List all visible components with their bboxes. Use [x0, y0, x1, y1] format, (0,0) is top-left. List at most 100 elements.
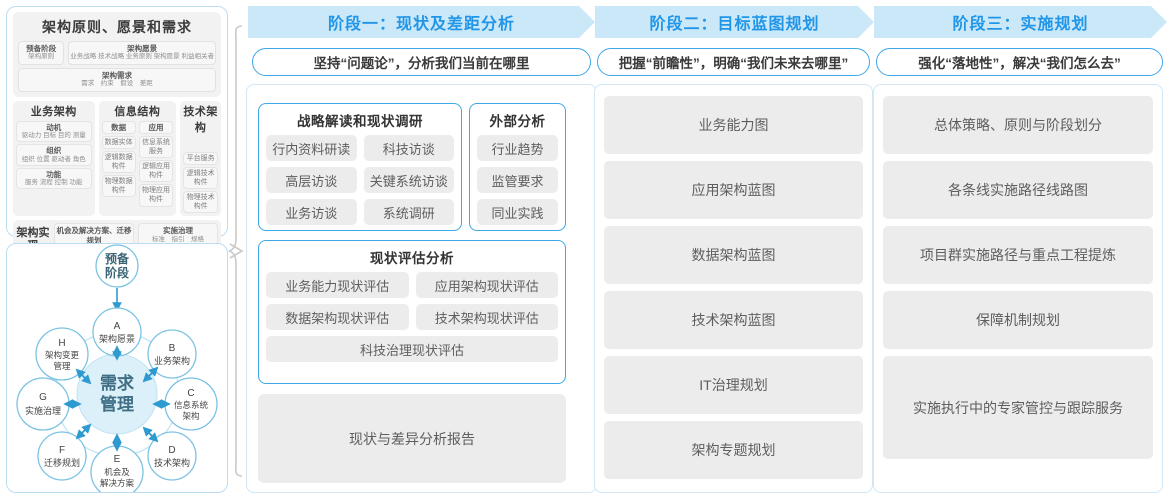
framework-top-row: 预备阶段 架构原则 架构愿景 业务战略 技术战略 业务原则 架构愿景 利益相关者 [18, 41, 216, 65]
tile-internal-docs[interactable]: 行内资料研读 [266, 135, 357, 161]
column-business-architecture: 业务架构 动机 驱动力 目标 目的 测量 组织 组织 位置 驱动者 角色 功能 … [13, 100, 95, 217]
node-e-key: E [114, 454, 121, 465]
chip-app-heading: 应用 [148, 122, 164, 132]
node-f[interactable] [37, 431, 87, 481]
column-information-title: 信息结构 [114, 105, 161, 118]
node-d-label: 技术架构 [154, 457, 190, 468]
chip-logical-data: 逻辑数据构件 [101, 151, 136, 174]
node-e-label: 机会及 [104, 467, 130, 477]
column-information-subcolumns: 数据 数据实体 逻辑数据构件 物理数据构件 [101, 120, 174, 207]
tile-application-architecture-assessment[interactable]: 应用架构现状评估 [415, 272, 558, 298]
adm-cycle-svg: 需求 管理 预备 阶段 A 架构愿景 B 业务架构 C 信息系统 架构 [16, 244, 218, 492]
group-assessment-title: 现状评估分析 [370, 251, 454, 266]
framework-three-columns: 业务架构 动机 驱动力 目标 目的 测量 组织 组织 位置 驱动者 角色 功能 … [13, 100, 221, 217]
implementation-migration-heading: 机会及解决方案、迁移规划 [56, 226, 132, 245]
tile-assurance-mechanism-plan[interactable]: 保障机制规划 [883, 291, 1153, 349]
node-f-label: 迁移规划 [44, 457, 80, 468]
tile-peer-practice[interactable]: 同业实践 [477, 199, 558, 225]
phase-3-tile-list: 总体策略、原则与阶段划分 各条线实施路径线路图 项目群实施路径与重点工程提炼 保… [883, 96, 1153, 459]
column-business-title: 业务架构 [30, 105, 77, 118]
node-f-key: F [59, 445, 65, 456]
phase-2-subtitle: 把握“前瞻性”，明确“我们未来去哪里” [597, 48, 870, 76]
tile-gap-analysis-report[interactable]: 现状与差异分析报告 [258, 394, 566, 483]
subcolumn-data: 数据 数据实体 逻辑数据构件 物理数据构件 [101, 120, 136, 207]
group-external-analysis: 外部分析 行业趋势 监管要求 同业实践 [469, 103, 566, 231]
center-label-line2: 管理 [100, 394, 134, 414]
node-g[interactable] [16, 377, 70, 431]
tile-expert-oversight-service[interactable]: 实施执行中的专家管控与跟踪服务 [883, 356, 1153, 459]
tile-architecture-topic-plan[interactable]: 架构专题规划 [604, 421, 863, 479]
chip-organization: 组织 组织 位置 驱动者 角色 [16, 144, 92, 166]
chip-is-service: 信息系统服务 [138, 136, 174, 159]
chip-logical-tech-label: 逻辑技术构件 [186, 169, 215, 186]
tile-it-governance-plan[interactable]: IT治理规划 [604, 356, 863, 414]
node-a-key: A [114, 321, 121, 332]
chip-physical-app: 物理应用构件 [138, 184, 174, 207]
implementation-governance-heading: 实施治理 [163, 226, 193, 236]
chip-is-service-label: 信息系统服务 [142, 139, 170, 156]
tile-business-interview[interactable]: 业务访谈 [266, 199, 357, 225]
cell-requirement-heading: 架构需求 [102, 70, 132, 80]
cell-vision-sub: 业务战略 技术战略 业务原则 架构愿景 利益相关者 [70, 53, 214, 61]
cell-prep-sub: 架构原则 [28, 53, 55, 61]
chip-organization-heading: 组织 [46, 146, 62, 156]
phase-3-banner-shape [874, 6, 1167, 38]
tile-application-architecture-blueprint[interactable]: 应用架构蓝图 [604, 161, 863, 219]
tile-data-architecture-blueprint[interactable]: 数据架构蓝图 [604, 226, 863, 284]
phase-1-subtitle: 坚持“问题论”，分析我们当前在哪里 [252, 48, 591, 76]
tile-industry-trend[interactable]: 行业趋势 [477, 135, 558, 161]
group-external-analysis-tiles: 行业趋势 监管要求 同业实践 [470, 135, 565, 225]
node-c-key: C [187, 388, 194, 399]
tile-technology-architecture-assessment[interactable]: 技术架构现状评估 [415, 304, 558, 330]
tile-tech-interview[interactable]: 科技访谈 [363, 135, 454, 161]
chip-motivation: 动机 驱动力 目标 目的 测量 [16, 120, 92, 143]
phase-2-tile-list: 业务能力图 应用架构蓝图 数据架构蓝图 技术架构蓝图 IT治理规划 架构专题规划 [604, 96, 863, 479]
column-technology-items: 平台服务 逻辑技术构件 物理技术构件 [183, 151, 218, 214]
tile-business-capability-map[interactable]: 业务能力图 [604, 96, 863, 154]
chip-function-sub: 服务 流程 控制 功能 [25, 179, 83, 186]
chip-logical-data-label: 逻辑数据构件 [104, 154, 133, 171]
tile-technology-architecture-blueprint[interactable]: 技术架构蓝图 [604, 291, 863, 349]
group-assessment-tiles: 业务能力现状评估 应用架构现状评估 数据架构现状评估 技术架构现状评估 科技治理… [259, 272, 565, 362]
chip-physical-app-label: 物理应用构件 [142, 187, 170, 204]
tile-system-survey[interactable]: 系统调研 [363, 199, 454, 225]
architecture-framework-panel: 架构原则、愿景和需求 预备阶段 架构原则 架构愿景 业务战略 技术战略 业务原则… [6, 6, 228, 261]
tile-business-capability-assessment[interactable]: 业务能力现状评估 [266, 272, 409, 298]
tile-line-roadmap[interactable]: 各条线实施路径线路图 [883, 161, 1153, 219]
tile-key-system-interview[interactable]: 关键系统访谈 [363, 167, 454, 193]
phase-1-banner: 阶段一：现状及差距分析 [248, 6, 595, 38]
center-label-line1: 需求 [100, 373, 134, 393]
cell-requirement: 架构需求 需求 约束 假设 差距 [18, 67, 216, 92]
cell-prep-heading: 预备阶段 [26, 44, 57, 53]
node-prep[interactable] [95, 244, 139, 288]
tile-overall-strategy[interactable]: 总体策略、原则与阶段划分 [883, 96, 1153, 154]
cell-vision: 架构愿景 业务战略 技术战略 业务原则 架构愿景 利益相关者 [68, 41, 216, 65]
chip-physical-tech-label: 物理技术构件 [186, 193, 215, 210]
node-prep-line1: 预备 [105, 251, 130, 266]
column-technology-title: 技术架构 [183, 105, 218, 134]
grouping-bracket [228, 25, 244, 477]
column-business-items: 动机 驱动力 目标 目的 测量 组织 组织 位置 驱动者 角色 功能 服务 流程… [16, 120, 92, 190]
cell-prep: 预备阶段 架构原则 [18, 41, 65, 65]
chip-physical-data: 物理数据构件 [101, 175, 136, 198]
group-strategy-survey-title: 战略解读和现状调研 [297, 114, 423, 129]
node-d[interactable] [147, 431, 197, 481]
group-strategy-survey: 战略解读和现状调研 行内资料研读 科技访谈 高层访谈 关键系统访谈 业务访谈 系… [258, 103, 462, 231]
chip-data-heading-box: 数据 [101, 120, 136, 134]
tile-regulatory-requirement[interactable]: 监管要求 [477, 167, 558, 193]
chip-data-heading: 数据 [111, 122, 127, 132]
node-h[interactable] [35, 327, 89, 381]
node-g-label: 实施治理 [25, 405, 61, 416]
phase-2-banner: 阶段二：目标蓝图规划 [595, 6, 874, 38]
chip-physical-tech: 物理技术构件 [183, 190, 218, 214]
group-strategy-survey-tiles: 行内资料研读 科技访谈 高层访谈 关键系统访谈 业务访谈 系统调研 [259, 135, 461, 225]
chip-motivation-heading: 动机 [46, 122, 62, 132]
tile-program-roadmap[interactable]: 项目群实施路径与重点工程提炼 [883, 226, 1153, 284]
tile-data-architecture-assessment[interactable]: 数据架构现状评估 [266, 304, 409, 330]
implementation-governance-sub: 标准 指引 规格 [152, 235, 204, 243]
adm-cycle-panel: 需求 管理 预备 阶段 A 架构愿景 B 业务架构 C 信息系统 架构 [6, 243, 228, 493]
phase-1-banner-label: 阶段一：现状及差距分析 [327, 16, 515, 33]
node-b[interactable] [147, 329, 197, 379]
tile-exec-interview[interactable]: 高层访谈 [266, 167, 357, 193]
tile-it-governance-assessment[interactable]: 科技治理现状评估 [266, 336, 558, 362]
